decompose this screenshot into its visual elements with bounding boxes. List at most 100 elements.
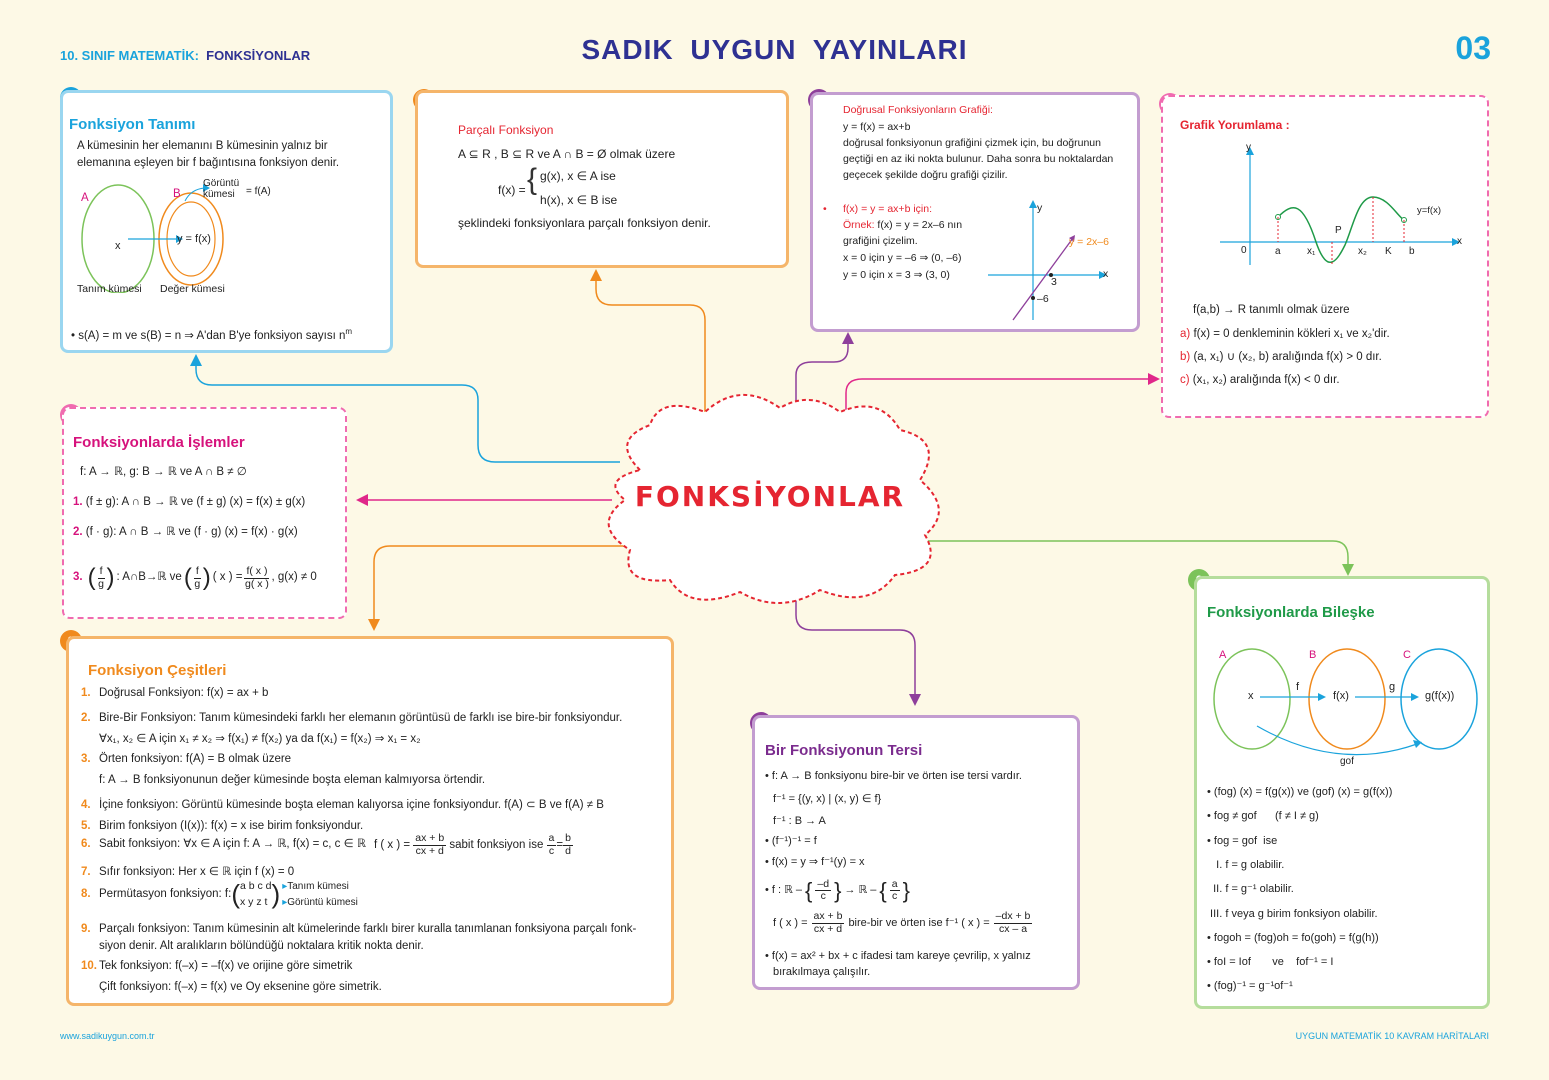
box8-bullet: • [823, 203, 827, 215]
box6-title: Fonksiyonlarda Bileşke [1207, 604, 1375, 621]
box5-l1: • f: A → B fonksiyonu bire-bir ve örten … [765, 770, 1022, 782]
box8-s3: grafiğini çizelim. [843, 235, 918, 247]
box1-set-a: A [81, 192, 89, 204]
box8-gm6: –6 [1037, 293, 1049, 305]
subject-topic: FONKSİYONLAR [206, 48, 311, 63]
box4-fx: f(x) = [498, 183, 526, 197]
box6-line: I. f = g olabilir. [1207, 858, 1285, 871]
box7-la: a) f(x) = 0 denkleminin kökleri x₁ ve x₂… [1180, 328, 1390, 340]
box5-l3: f⁻¹ : B → A [773, 815, 826, 827]
box4-line2: şeklindeki fonksiyonlara parçalı fonksiy… [458, 216, 711, 230]
box1-bottom: • s(A) = m ve s(B) = n ⇒ A'dan B'ye fonk… [71, 327, 353, 342]
box6-line: • fogoh = (fog)oh = fo(goh) = f(g(h)) [1207, 931, 1379, 944]
subject-prefix: 10. SINIF MATEMATİK: [60, 48, 199, 63]
box7-x2: x₂ [1358, 246, 1367, 257]
box3-item: 6.Sabit fonksiyon: ∀x ∈ A için f: A → ℝ,… [81, 832, 573, 857]
box4-title: Parçalı Fonksiyon [458, 123, 554, 137]
subject-label: 10. SINIF MATEMATİK: FONKSİYONLAR [60, 48, 310, 63]
box8-s5: y = 0 için x = 3 ⇒ (3, 0) [843, 269, 950, 281]
box4-case2: h(x), x ∈ B ise [540, 193, 618, 207]
box3-title: Fonksiyon Çeşitleri [88, 662, 227, 679]
box2-l1: 1. (f ± g): A ∩ B → ℝ ve (f ± g) (x) = f… [73, 496, 306, 508]
box8-title: Doğrusal Fonksiyonların Grafiği: [843, 104, 993, 116]
box-fonksiyon-bileske: Fonksiyonlarda Bileşke A B C x f f(x) g … [1194, 576, 1490, 1009]
box8-l4: geçecek şekilde doğru grafiği çizilir. [843, 169, 1008, 181]
box6-set-c: C [1403, 649, 1411, 661]
box2-l0: f: A → ℝ, g: B → ℝ ve A ∩ B ≠ ∅ [80, 466, 247, 478]
center-cloud [607, 394, 940, 604]
box6-line: • fog = gof ise [1207, 834, 1278, 847]
box8-g3: 3 [1051, 276, 1057, 288]
box1-line1: A kümesinin her elemanını B kümesinin ya… [77, 140, 328, 152]
box-fonksiyon-tanimi: Fonksiyon Tanımı A kümesinin her elemanı… [60, 90, 393, 353]
box7-k: K [1385, 246, 1392, 257]
box5-l4: • (f⁻¹)⁻¹ = f [765, 835, 817, 847]
box8-geq: y = 2x–6 [1069, 236, 1109, 248]
footer-url[interactable]: www.sadikuygun.com.tr [60, 1031, 155, 1041]
box7-b: b [1409, 246, 1415, 257]
box7-a: a [1275, 246, 1281, 257]
box3-item: 4.İçine fonksiyon: Görüntü kümesinde boş… [81, 799, 604, 811]
box1-set-b: B [173, 188, 181, 200]
box-dogrusal-grafik: Doğrusal Fonksiyonların Grafiği: y = f(x… [810, 92, 1140, 332]
box6-f: f [1296, 681, 1300, 693]
box3-item: 9.Parçalı fonksiyon: Tanım kümesinin alt… [81, 923, 637, 935]
box6-gfx: g(f(x)) [1425, 690, 1455, 702]
box1-y: y = f(x) [177, 233, 211, 245]
box3-item: f: A → B fonksiyonunun değer kümesinde b… [99, 774, 486, 786]
box-fonksiyon-tersi: Bir Fonksiyonun Tersi • f: A → B fonksiy… [752, 715, 1080, 990]
box6-x: x [1248, 690, 1254, 702]
box6-line: • foI = Iof ve fof⁻¹ = I [1207, 956, 1334, 969]
box5-l8: • f(x) = ax² + bx + c ifadesi tam kareye… [765, 950, 1031, 962]
box6-g: g [1389, 681, 1396, 693]
box1-title: Fonksiyon Tanımı [69, 116, 196, 133]
box6-gof: gof [1340, 756, 1354, 767]
box7-lb: b) (a, x₁) ∪ (x₂, b) aralığında f(x) > 0… [1180, 351, 1382, 363]
box7-title: Grafik Yorumlama : [1180, 118, 1290, 132]
publisher-title: SADIK UYGUN YAYINLARI [581, 34, 968, 65]
box1-codomain-label: Değer kümesi [160, 283, 225, 295]
box7-o: 0 [1241, 245, 1247, 256]
box8-s1: f(x) = y = ax+b için: [843, 203, 932, 215]
box5-l5: • f(x) = y ⇒ f⁻¹(y) = x [765, 856, 865, 868]
box1-domain-label: Tanım kümesi [77, 283, 142, 295]
box8-gy: y [1037, 202, 1043, 214]
box8-l2: doğrusal fonksiyonun grafiğini çizmek iç… [843, 137, 1101, 149]
box2-title: Fonksiyonlarda İşlemler [73, 434, 245, 451]
box-fonksiyon-islemler: Fonksiyonlarda İşlemler f: A → ℝ, g: B →… [62, 407, 347, 619]
box6-set-b: B [1309, 649, 1317, 661]
box7-x1: x₁ [1307, 246, 1316, 257]
box-grafik-yorumlama: Grafik Yorumlama : y x y=f(x) 0 a x₁ P x… [1161, 95, 1489, 418]
box7-l0: f(a,b) → R tanımlı olmak üzere [1193, 304, 1350, 316]
footer-series: UYGUN MATEMATİK 10 KAVRAM HARİTALARI [1295, 1031, 1489, 1041]
box6-composition-diagram [1213, 648, 1478, 756]
box1-x: x [115, 240, 121, 252]
box3-item: 10.Tek fonksiyon: f(–x) = –f(x) ve oriji… [81, 960, 353, 972]
box5-l9: bırakılmaya çalışılır. [773, 966, 871, 978]
box6-line: II. f = g⁻¹ olabilir. [1207, 883, 1294, 896]
box8-s4: x = 0 için y = –6 ⇒ (0, –6) [843, 252, 962, 264]
box6-line: • (fog) (x) = f(g(x)) ve (gof) (x) = g(f… [1207, 786, 1393, 798]
box-parcali-fonksiyon: Parçalı Fonksiyon A ⊆ R , B ⊆ R ve A ∩ B… [415, 90, 789, 268]
box6-line: III. f veya g birim fonksiyon olabilir. [1207, 907, 1378, 920]
box4-line1: A ⊆ R , B ⊆ R ve A ∩ B = Ø olmak üzere [458, 147, 676, 161]
box8-l3: geçtiği en az iki nokta bulunur. Daha so… [843, 153, 1114, 165]
box3-item: 7.Sıfır fonksiyon: Her x ∈ ℝ için f (x) … [81, 866, 295, 878]
box8-line-graph [988, 200, 1107, 321]
box5-title: Bir Fonksiyonun Tersi [765, 742, 923, 759]
box7-function-graph [1220, 147, 1460, 265]
center-title: FONKSİYONLAR [634, 480, 906, 513]
box3-item: ∀x₁, x₂ ∈ A için x₁ ≠ x₂ ⇒ f(x₁) ≠ f(x₂)… [99, 733, 421, 745]
box6-line: • fog ≠ gof (f ≠ I ≠ g) [1207, 810, 1319, 823]
box3-item: Çift fonksiyon: f(–x) = f(x) ve Oy eksen… [99, 981, 382, 993]
box7-fy: y=f(x) [1417, 205, 1442, 216]
box3-item: siyon denir. Alt aralıkların bölündüğü n… [99, 940, 424, 952]
box6-fx: f(x) [1333, 690, 1349, 702]
box7-y: y [1246, 142, 1251, 153]
